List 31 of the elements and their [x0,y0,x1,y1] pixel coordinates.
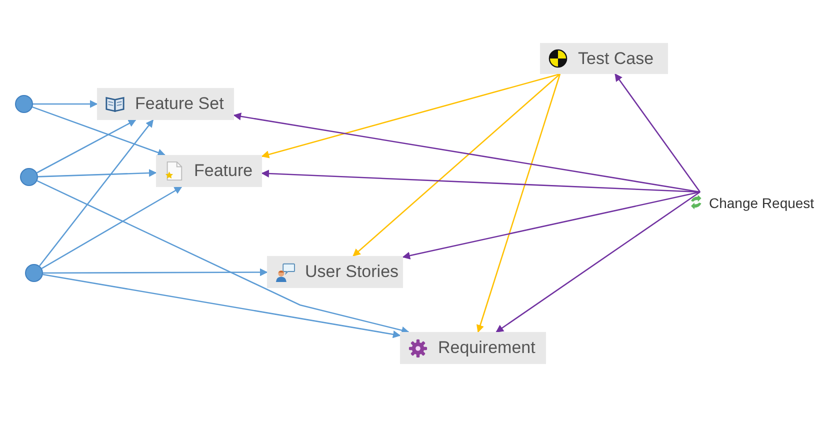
item-box [400,332,546,364]
arrow [36,180,410,334]
arrow [43,268,268,276]
item-label: Test Case [578,48,654,68]
item-label: Feature [194,161,253,181]
arrow [261,73,560,158]
item-box [156,155,262,187]
item-label: Requirement [438,338,536,358]
arrow [402,191,700,260]
item-label: Feature Set [135,94,224,114]
item-box [540,43,668,74]
item-box [267,256,403,288]
circle-node [15,95,33,113]
circle-node [20,168,38,186]
arrow [476,74,561,333]
arrow [41,186,182,270]
arrow [39,119,154,266]
circle-node [25,264,43,282]
item-label: Change Request [709,195,814,211]
arrow [614,73,701,192]
arrow [32,106,166,156]
arrow [352,74,560,257]
arrow [261,170,700,193]
arrow [42,274,401,338]
item-label: User Stories [305,262,399,282]
arrow [33,100,98,108]
arrow [38,169,157,178]
arrow [496,191,700,333]
item-box [97,88,234,120]
arrow [36,119,136,174]
arrow [233,112,700,193]
